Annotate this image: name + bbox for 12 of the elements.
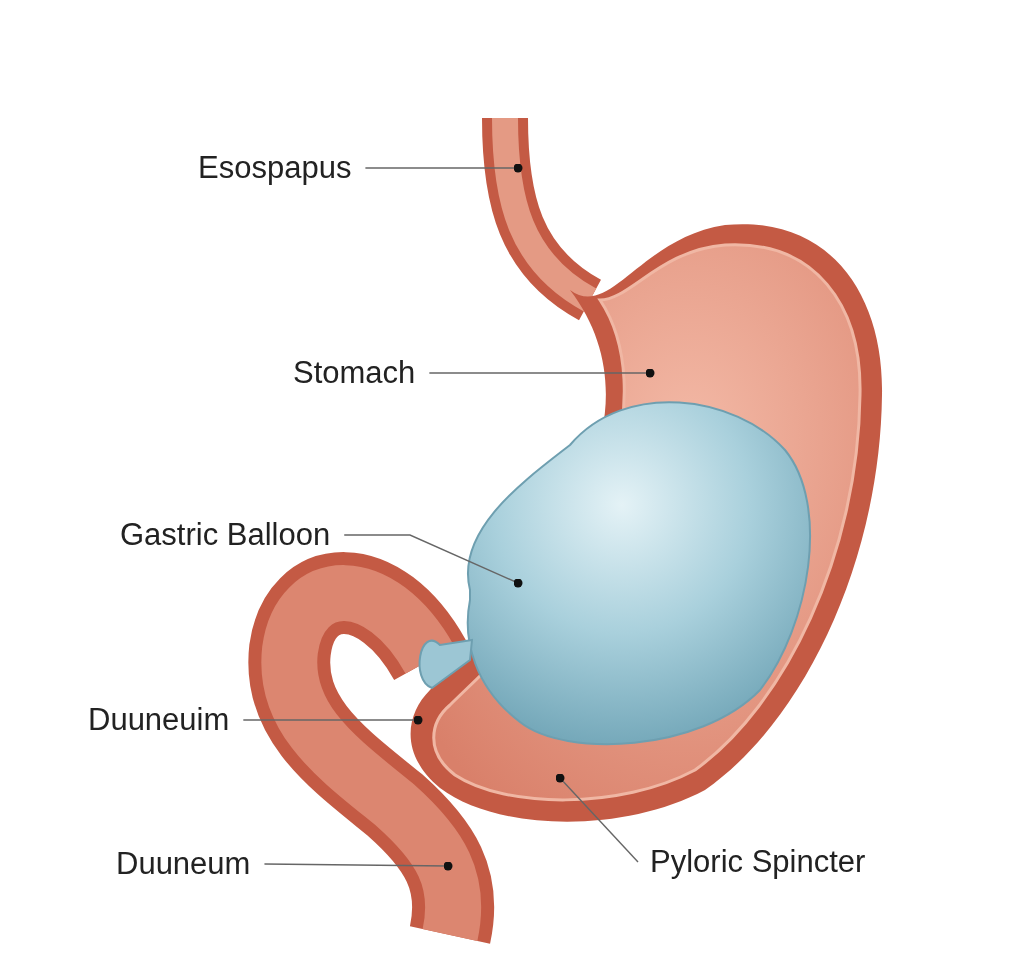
anatomy-label: Pyloric Spincter	[650, 844, 866, 880]
anatomy-label: Duuneum	[116, 846, 251, 882]
anatomy-label: Gastric Balloon	[120, 517, 331, 553]
leader-line	[428, 368, 655, 378]
leader-line	[242, 715, 423, 725]
anatomy-label: Stomach	[293, 355, 416, 391]
anatomy-label: Duuneuim	[88, 702, 230, 738]
leader-line	[555, 773, 639, 863]
leader-line	[263, 861, 453, 871]
leader-line	[364, 163, 523, 173]
leader-line	[343, 534, 523, 588]
anatomy-label: Esospapus	[198, 150, 352, 186]
